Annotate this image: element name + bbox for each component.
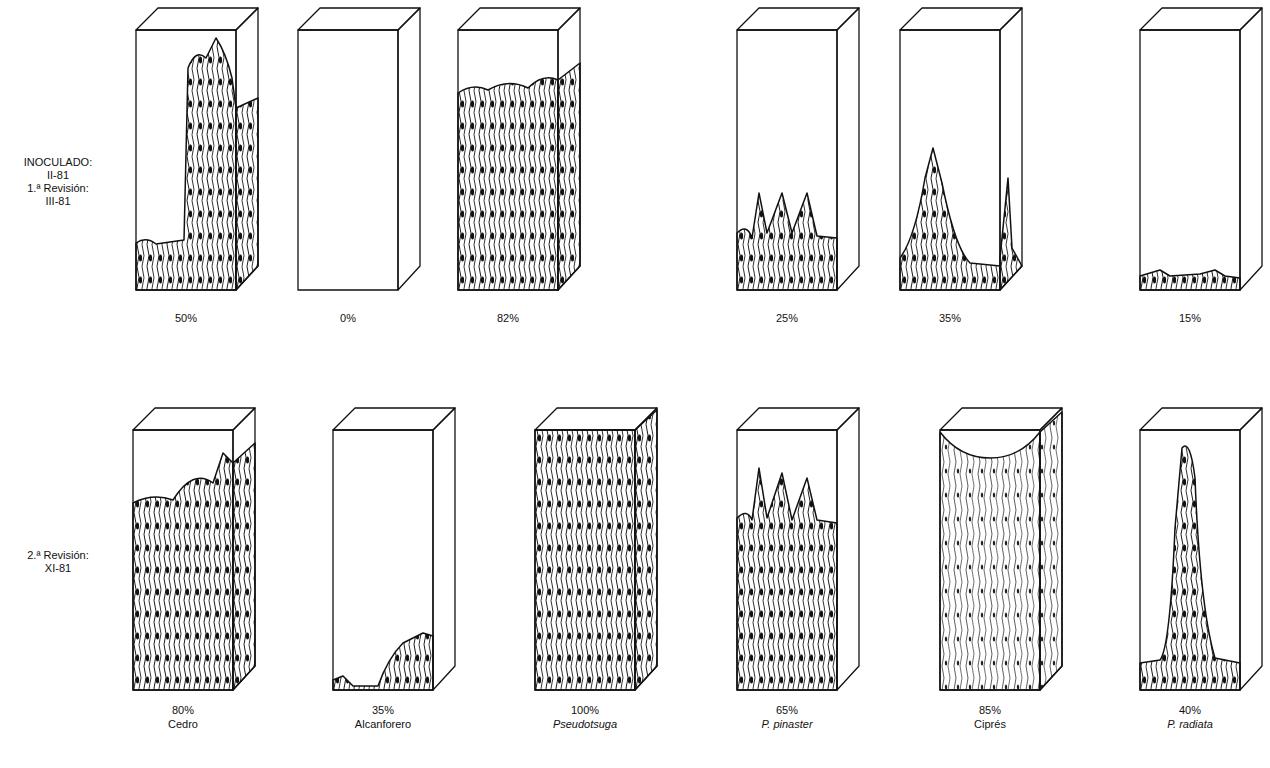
- row-label: 1.ª Revisión:: [27, 182, 89, 195]
- date-label: III-81: [45, 195, 70, 208]
- species-label: Pseudotsuga: [553, 718, 617, 731]
- percentage-label: 82%: [497, 312, 519, 325]
- row-label: 2.ª Revisión:: [27, 549, 89, 562]
- percentage-label: 85%: [979, 704, 1001, 717]
- percentage-label: 25%: [776, 312, 798, 325]
- date-label: II-81: [47, 169, 69, 182]
- percentage-label: 100%: [571, 704, 599, 717]
- percentage-label: 65%: [776, 704, 798, 717]
- percentage-label: 80%: [172, 704, 194, 717]
- percentage-label: 35%: [372, 704, 394, 717]
- species-label: P. radiata: [1167, 718, 1213, 731]
- row-label: INOCULADO:: [24, 156, 92, 169]
- species-label: Alcanforero: [355, 718, 411, 731]
- percentage-label: 35%: [939, 312, 961, 325]
- percentage-label: 15%: [1179, 312, 1201, 325]
- species-label: P. pinaster: [761, 718, 812, 731]
- percentage-label: 0%: [340, 312, 356, 325]
- percentage-label: 40%: [1179, 704, 1201, 717]
- species-label: Ciprés: [974, 718, 1006, 731]
- species-label: Cedro: [168, 718, 198, 731]
- percentage-label: 50%: [175, 312, 197, 325]
- date-label: XI-81: [45, 562, 71, 575]
